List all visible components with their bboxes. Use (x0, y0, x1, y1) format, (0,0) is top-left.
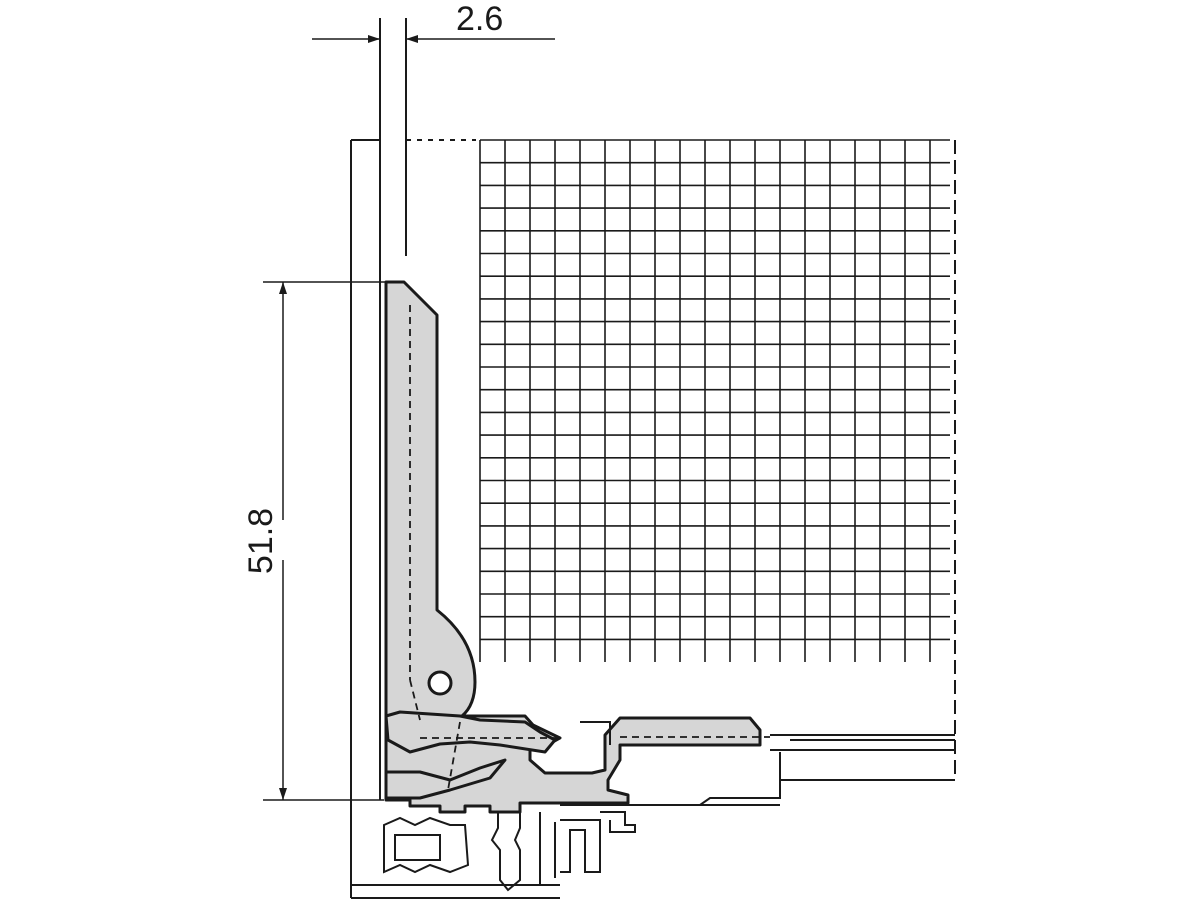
height-dimension-label: 51.8 (242, 508, 280, 574)
corner-connector-part (384, 280, 762, 814)
dimension-height (263, 281, 386, 801)
base-profile (383, 811, 636, 892)
mesh-grid (479, 139, 950, 662)
pivot-hole (427, 670, 453, 696)
frame-outline (350, 18, 956, 899)
width-dimension-label: 2.6 (456, 0, 503, 38)
hidden-lines (409, 305, 770, 791)
